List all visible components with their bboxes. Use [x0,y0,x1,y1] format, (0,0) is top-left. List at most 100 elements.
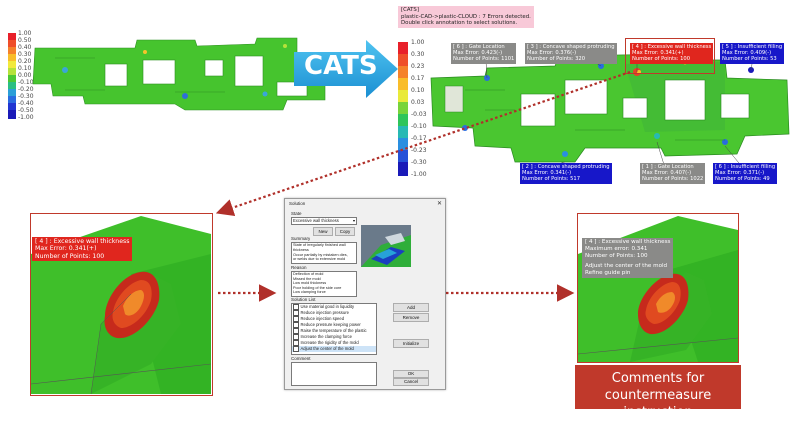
dialog-preview-image [361,225,411,267]
solution-checkbox[interactable] [293,304,299,310]
initialize-button[interactable]: Initialize [393,339,429,348]
solution-label: Increase the rigidity of the mold [300,340,359,345]
solution-label: Use material good in liquidity [300,304,355,309]
reason-item: Low clamping force [293,290,326,295]
small-scale-tick-label: -0.20 [18,86,34,93]
annotation-2-concave[interactable]: [ 2 ] : Concave shaped protruding Max Er… [520,163,612,184]
main-scale-tick-label: -0.03 [411,111,427,118]
copy-button[interactable]: Copy [335,227,355,236]
small-scale-tick-label: 0.40 [18,44,32,51]
annotation-max-error: Max Error: 0.341(+) [35,245,97,253]
small-scale-tick-label: -1.00 [18,114,34,121]
ok-button[interactable]: OK [393,370,429,378]
cancel-button[interactable]: Cancel [393,378,429,386]
new-button[interactable]: New [313,227,333,236]
cats-arrow [294,40,398,98]
main-scale-tick-label: 0.30 [411,51,425,58]
state-label: State [291,211,302,216]
small-scale-tick-label: 0.00 [18,72,32,79]
annotation-6-gate-location[interactable]: [ 6 ] : Gate Location Max Error: 0.423(-… [451,43,517,64]
zoom-view-left [30,213,213,396]
summary-line: or welds due to extensive mold [293,257,346,262]
annotation-title: [ 4 ] : Excessive wall thickness [35,238,130,245]
solution-list-item[interactable]: Use material good in liquidity [292,304,376,310]
solution-checkbox[interactable] [293,316,299,322]
small-color-scale [8,33,16,119]
annotation-max-error: Max Error: 0.371(-) [715,170,765,177]
annotation-points: Number of Points: 53 [722,56,777,63]
annotation-points: Number of Points: 517 [522,176,581,183]
solution-list-item[interactable]: Increase the clamping force [292,334,376,340]
annotation-comment: Adjust the center of the mold [585,263,668,270]
main-scale-tick-label: 1.00 [411,39,425,46]
comment-textbox[interactable] [291,362,377,386]
solution-list-item[interactable]: Raise the temperature of the plastic [292,328,376,334]
zoom-left-annotation[interactable]: [ 4 ] : Excessive wall thickness Max Err… [32,237,133,262]
reason-item: Deflection of mold [293,272,324,276]
annotation-title: [ 4 ] : Excessive wall thickness [585,239,671,245]
annotation-1-gate-location[interactable]: [ 1 ] : Gate Location Max Error: 0.407(-… [640,163,706,184]
add-button[interactable]: Add [393,303,429,312]
solution-dialog: Solution ✕ State Excessive wall thicknes… [284,198,446,390]
solution-checkbox[interactable] [293,334,299,340]
small-scale-tick-label: -0.40 [18,100,34,107]
zoom-right-annotation[interactable]: [ 4 ] : Excessive wall thickness Maximum… [582,238,674,278]
summary-line: State of irregularly finished wall thick… [293,243,346,252]
small-scale-tick-label: -0.10 [18,79,34,86]
small-scale-tick-label: 1.00 [18,30,32,37]
main-scale-tick-label: 0.17 [411,75,425,82]
solution-checkbox[interactable] [293,322,299,328]
solution-checkbox[interactable] [293,328,299,334]
annotation-4-highlight-box [625,38,715,74]
annotation-5-insufficient-filling[interactable]: [ 5 ] : Insufficient filling Max Error: … [720,43,785,64]
annotation-4-excessive-wall[interactable]: [ 4 ] : Excessive wall thickness Max Err… [630,43,714,64]
solution-checkbox[interactable] [293,346,299,352]
solution-checkbox[interactable] [293,340,299,346]
solution-label: Reduce pressure keeping power [300,322,361,327]
reason-label: Reason [291,265,307,270]
main-scale-tick-label: 0.03 [411,99,425,106]
solution-label: Reduce injection pressure [300,310,349,315]
summary-line: Occur partially by mistaken dies, [293,252,348,257]
zoom-right-model [578,216,738,362]
annotation-max-error: Maximum error: 0.341 [585,245,648,252]
comment-label: Comment [291,356,311,361]
annotation-max-error: Max Error: 0.409(-) [722,50,772,57]
solution-list-item[interactable]: Reduce pressure keeping power [292,322,376,328]
annotation-title: [ 6 ] : Gate Location [453,44,505,50]
solution-label: Adjust the center of the mold [300,346,354,351]
annotation-points: Number of Points: 1022 [642,176,704,183]
state-select-value: Excessive wall thickness [293,218,339,223]
remove-button[interactable]: Remove [393,313,429,322]
solution-label: Raise the temperature of the plastic [300,328,367,333]
comments-caption: Comments for countermeasure instruction [575,365,741,420]
summary-textbox[interactable]: State of irregularly finished wall thick… [291,242,357,264]
annotation-max-error: Max Error: 0.407(-) [642,170,692,177]
reason-item: Poor holding of the side core [293,285,342,290]
state-select[interactable]: Excessive wall thickness ▾ [291,217,357,225]
solution-list-item[interactable]: Increase the rigidity of the mold [292,340,376,346]
main-scale-tick-label: -0.30 [411,159,427,166]
annotation-title: [ 1 ] : Gate Location [642,164,694,170]
reason-list[interactable]: Deflection of mold Missed the mold Low m… [291,271,357,297]
solution-checkbox[interactable] [293,310,299,316]
cats-header-line1: [CATS] [401,7,419,13]
annotation-points: Number of Points: 49 [715,176,770,183]
summary-label: Summary [291,236,311,241]
annotation-3-concave[interactable]: [ 3 ] : Concave shaped protruding Max Er… [525,43,617,64]
annotation-points: Number of Points: 100 [632,56,691,63]
part-main-view [430,50,790,169]
annotation-max-error: Max Error: 0.376(-) [527,50,577,57]
annotation-max-error: Max Error: 0.423(-) [453,50,503,57]
solution-list-item[interactable]: Reduce injection speed [292,316,376,322]
solution-list-item[interactable]: Reduce injection pressure [292,310,376,316]
main-color-scale [398,42,408,176]
solution-list-label: Solution List [291,297,316,302]
annotation-6-insufficient-filling[interactable]: [ 6 ] : Insufficient filling Max Error: … [713,163,778,184]
dialog-close-button[interactable]: ✕ [436,201,442,207]
annotation-points: Number of Points: 320 [527,56,586,63]
solution-list-item[interactable]: Adjust the center of the mold [292,346,376,352]
cats-arrow-label: CATS [304,51,378,81]
